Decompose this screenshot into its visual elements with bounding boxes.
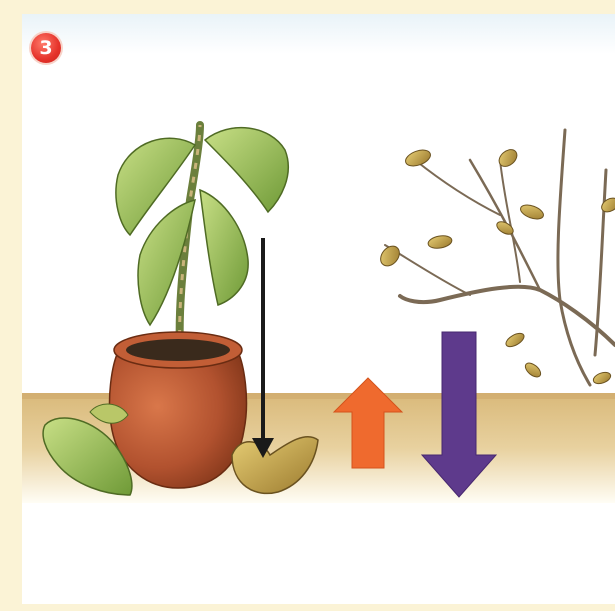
step-number-badge: 3 — [31, 33, 61, 63]
bare-branch-icon — [385, 130, 615, 385]
branch-leaves — [377, 146, 615, 269]
